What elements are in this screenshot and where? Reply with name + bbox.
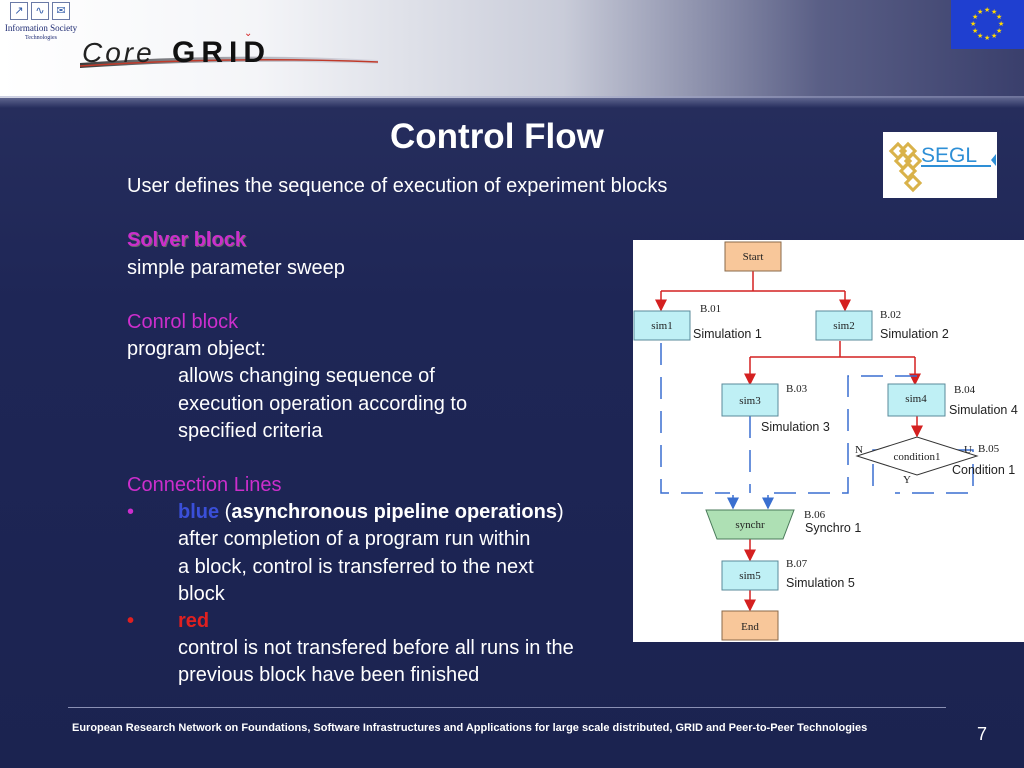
- red-bullet-item: • red: [127, 608, 647, 635]
- b01-label: B.01: [700, 303, 721, 315]
- end-label: End: [741, 621, 759, 633]
- blue-line: a block, control is transferred to the n…: [178, 555, 534, 578]
- ist-logo: ↗ ∿ ✉ Information Society Technologies: [2, 2, 80, 48]
- synchr-desc: Synchro 1: [805, 521, 861, 535]
- red-line: control is not transfered before all run…: [178, 637, 574, 660]
- control-line: specified criteria: [178, 419, 323, 442]
- sim2-node: [815, 310, 873, 341]
- connection-heading: Connection Lines: [127, 474, 282, 497]
- intro-text: User defines the sequence of execution o…: [127, 175, 668, 197]
- control-desc: program object:: [127, 338, 266, 361]
- svg-text:★: ★: [977, 32, 983, 40]
- coregrid-logo: Core GRID ⌄: [80, 30, 379, 69]
- b03-label: B.03: [786, 383, 808, 395]
- sim4-label: sim4: [905, 393, 927, 405]
- synchr-node: [705, 509, 795, 540]
- blue-bullet-item: • blue (asynchronous pipeline operations): [127, 499, 647, 526]
- control-heading: Conrol block: [127, 310, 239, 333]
- red-label: red: [178, 610, 210, 632]
- arrow-icon: ↗: [10, 2, 28, 20]
- control-line: allows changing sequence of: [178, 365, 435, 388]
- condition-node: [855, 436, 979, 476]
- segl-logo-text: SEGL: [921, 144, 977, 167]
- svg-text:★: ★: [977, 8, 983, 16]
- sim4-desc: Simulation 4: [949, 403, 1018, 417]
- ist-logo-sub: Technologies: [25, 35, 57, 41]
- header-banner: ↗ ∿ ✉ Information Society Technologies C…: [0, 0, 1024, 98]
- svg-text:★: ★: [991, 8, 997, 16]
- page-number: 7: [977, 724, 988, 744]
- svg-text:★: ★: [996, 13, 1002, 21]
- bullet-marker: •: [127, 501, 135, 524]
- wave-icon: ∿: [31, 2, 49, 20]
- svg-text:★: ★: [984, 34, 990, 42]
- solver-heading: Solver block: [127, 229, 246, 252]
- sim1-desc: Simulation 1: [693, 327, 762, 341]
- b04-label: B.04: [954, 384, 976, 396]
- solver-desc: simple parameter sweep: [127, 256, 345, 279]
- blue-desc: asynchronous pipeline operations: [231, 501, 557, 524]
- eu-flag-icon: ★★★ ★★★ ★★★ ★★★: [951, 0, 1024, 49]
- b02-label: B.02: [880, 309, 901, 321]
- sim4-node: [887, 383, 946, 417]
- condition-desc: Condition 1: [952, 463, 1015, 477]
- start-node: [724, 241, 782, 272]
- sim5-node: [721, 560, 779, 591]
- red-line: previous block have been finished: [178, 664, 480, 687]
- footer-divider: [68, 707, 946, 708]
- blue-line: after completion of a program run within: [178, 528, 531, 551]
- svg-text:★: ★: [970, 20, 976, 28]
- blue-label: blue: [178, 501, 220, 524]
- sim1-node: [633, 310, 691, 341]
- blue-line: block: [178, 582, 225, 605]
- sim3-label: sim3: [739, 395, 761, 407]
- control-flow-diagram: Start sim1 B.01 sim2 B.02 sim3 B.03 sim4…: [633, 240, 1024, 642]
- condition-y: Y: [903, 474, 911, 486]
- slide-title: Control Flow: [390, 117, 604, 156]
- svg-text:★: ★: [972, 13, 978, 21]
- control-line: execution operation according to: [178, 392, 468, 415]
- ist-logo-text: Information Society: [4, 23, 78, 33]
- blue-paren-open: (: [219, 501, 232, 524]
- sim5-label: sim5: [739, 570, 761, 582]
- svg-text:GRID: GRID: [172, 36, 271, 69]
- sim1-label: sim1: [651, 320, 672, 332]
- svg-text:★: ★: [991, 32, 997, 40]
- sim3-node: [721, 383, 779, 417]
- b07-label: B.07: [786, 558, 808, 570]
- slide-body: User defines the sequence of execution o…: [127, 173, 668, 690]
- synchr-label: synchr: [735, 519, 765, 531]
- start-label: Start: [743, 251, 764, 263]
- sim5-desc: Simulation 5: [786, 576, 855, 590]
- svg-text:★: ★: [998, 20, 1004, 28]
- header-shadow: [0, 96, 1024, 108]
- b06-label: B.06: [804, 509, 826, 521]
- svg-text:⌄: ⌄: [244, 30, 252, 39]
- svg-text:★: ★: [972, 27, 978, 35]
- svg-text:★: ★: [984, 6, 990, 14]
- svg-text:Core: Core: [82, 37, 155, 68]
- sim2-desc: Simulation 2: [880, 327, 949, 341]
- footer-text: European Research Network on Foundations…: [72, 722, 868, 734]
- bullet-marker: •: [127, 610, 135, 632]
- condition-u: U: [964, 444, 972, 456]
- envelope-icon: ✉: [52, 2, 70, 20]
- sim2-label: sim2: [833, 320, 854, 332]
- svg-text:★: ★: [996, 27, 1002, 35]
- condition-n: N: [855, 444, 863, 456]
- condition-label: condition1: [893, 451, 940, 463]
- blue-paren-close: ): [556, 501, 564, 524]
- sim3-desc: Simulation 3: [761, 420, 830, 434]
- end-node: [721, 610, 779, 641]
- segl-logo: SEGL: [883, 132, 997, 198]
- b05-label: B.05: [978, 443, 1000, 455]
